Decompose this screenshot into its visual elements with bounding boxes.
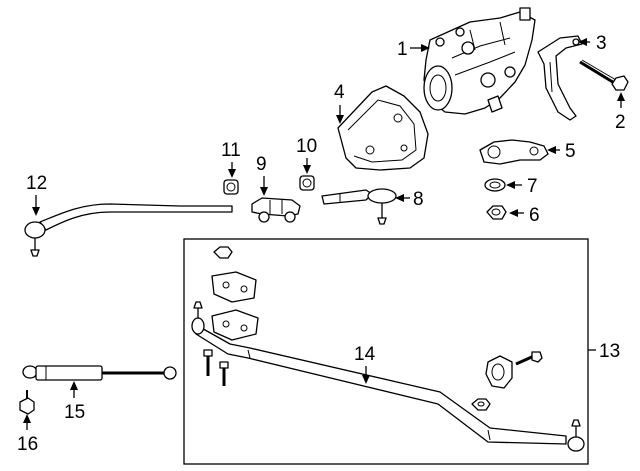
callout-9: 9 <box>256 154 267 175</box>
drag-link-icon <box>191 301 585 452</box>
callout-14: 14 <box>354 344 376 365</box>
callout-3: 3 <box>596 33 607 54</box>
nut-icon <box>213 246 233 259</box>
heat-shield-icon <box>337 85 429 171</box>
callout-15: 15 <box>64 402 85 423</box>
callout-2: 2 <box>615 112 626 133</box>
callout-1: 1 <box>397 39 408 60</box>
pitman-arm-icon <box>479 139 549 165</box>
bolt-icon <box>515 351 543 366</box>
clamp-icon <box>485 355 513 389</box>
callout-4: 4 <box>334 82 345 103</box>
bolt-icon <box>203 349 213 376</box>
steering-gear-icon <box>423 7 536 115</box>
callout-10: 10 <box>296 136 317 157</box>
nut-icon <box>471 398 491 411</box>
bracket-with-bolt-icon <box>537 35 583 121</box>
drag-link-kit-box-icon <box>183 238 589 465</box>
callout-11: 11 <box>221 140 241 161</box>
callout-7: 7 <box>527 176 538 197</box>
tie-rod-end-icon <box>321 188 397 225</box>
tie-rod-icon <box>24 203 233 257</box>
washer-icon <box>484 178 506 192</box>
callout-13: 13 <box>599 341 620 362</box>
clamp-icon <box>251 197 301 223</box>
callout-5: 5 <box>565 141 576 162</box>
steering-damper-icon <box>22 365 177 381</box>
nut-icon <box>299 175 315 191</box>
callout-8: 8 <box>413 189 424 210</box>
nut-icon <box>579 59 629 91</box>
callout-12: 12 <box>26 173 47 194</box>
bolt-icon <box>219 361 229 386</box>
clamp-plate-icon <box>211 271 257 303</box>
callout-6: 6 <box>529 205 540 226</box>
nut-icon <box>486 205 507 220</box>
nut-icon <box>223 179 239 195</box>
callout-16: 16 <box>17 434 38 455</box>
bolt-icon <box>19 390 35 415</box>
clamp-plate-icon <box>211 309 259 341</box>
